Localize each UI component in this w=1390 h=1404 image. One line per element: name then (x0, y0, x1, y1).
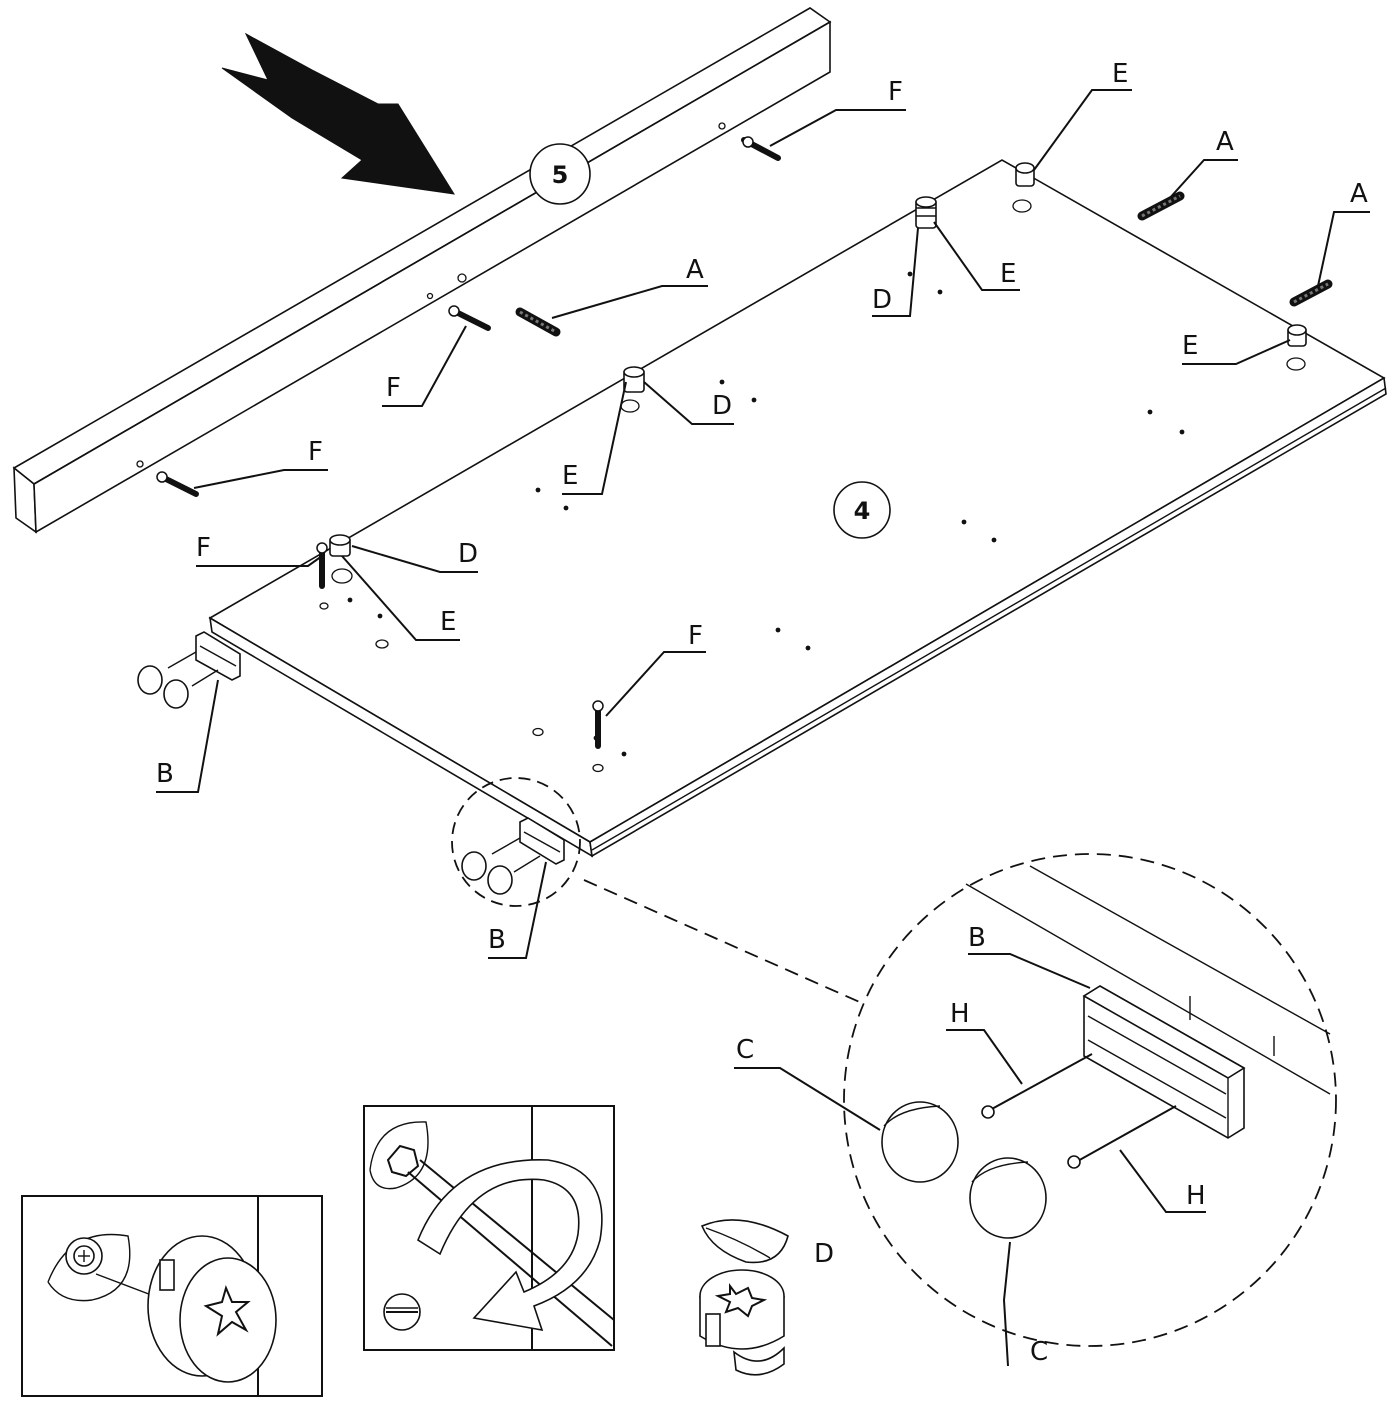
callout-label: F (888, 77, 903, 107)
cam-bolt-e-icon (1015, 162, 1035, 187)
direction-arrow (221, 32, 455, 195)
rail-panel-5: 5 (12, 7, 832, 534)
callout-leaders (156, 89, 1370, 959)
board-panel-4: 4 (208, 159, 1387, 858)
dowel-a-icon (1137, 191, 1185, 221)
callout-labels: F E A A A E D E F D E F F D E F B B B H … (156, 59, 1368, 1367)
callout-label: D (872, 285, 892, 315)
callout-label: B (488, 925, 506, 955)
callout-label: E (1182, 331, 1198, 361)
callout-label: B (156, 759, 174, 789)
rail-number: 5 (552, 161, 569, 189)
callout-label: D (712, 391, 732, 421)
callout-label: E (1112, 59, 1128, 89)
bracket-b-icon (461, 817, 565, 895)
callout-label: E (440, 607, 456, 637)
rail-number-circle (529, 143, 591, 205)
callout-label: E (562, 461, 578, 491)
callout-label: A (1216, 127, 1234, 157)
callout-label: D (458, 539, 478, 569)
screw-f-icon (741, 136, 781, 161)
callout-label: A (1350, 179, 1368, 209)
callout-label: C (736, 1035, 754, 1065)
callout-label: F (196, 533, 211, 563)
detail-view (451, 777, 1337, 1367)
screw-f-icon (156, 471, 199, 497)
cam-bolt-e-icon (915, 196, 937, 229)
bracket-b-icon (137, 631, 241, 709)
hardware (137, 136, 1333, 895)
dowel-a-icon (1289, 279, 1333, 307)
callout-label: E (1000, 259, 1016, 289)
cam-lock-d-icon (699, 1219, 789, 1376)
screw-f-icon (592, 700, 604, 749)
callout-label: F (386, 373, 401, 403)
callout-label: H (1186, 1181, 1206, 1211)
cam-bolt-e-icon (1287, 324, 1307, 347)
screw-f-icon (316, 542, 328, 589)
cam-bolt-e-icon (329, 534, 351, 557)
callout-label: B (968, 923, 986, 953)
board-number-circle (833, 481, 891, 539)
screw-f-icon (448, 305, 491, 331)
callout-label: F (688, 621, 703, 651)
board-number: 4 (854, 497, 871, 525)
callout-label: C (1030, 1337, 1048, 1367)
callout-label: H (950, 999, 970, 1029)
inset-turn-cam (363, 1105, 615, 1351)
callout-label: F (308, 437, 323, 467)
cam-bolt-e-icon (623, 366, 645, 393)
dowel-a-icon (515, 307, 561, 337)
callout-label: A (686, 255, 704, 285)
inset-cam-in-panel (21, 1195, 323, 1397)
callout-label: D (814, 1239, 834, 1269)
